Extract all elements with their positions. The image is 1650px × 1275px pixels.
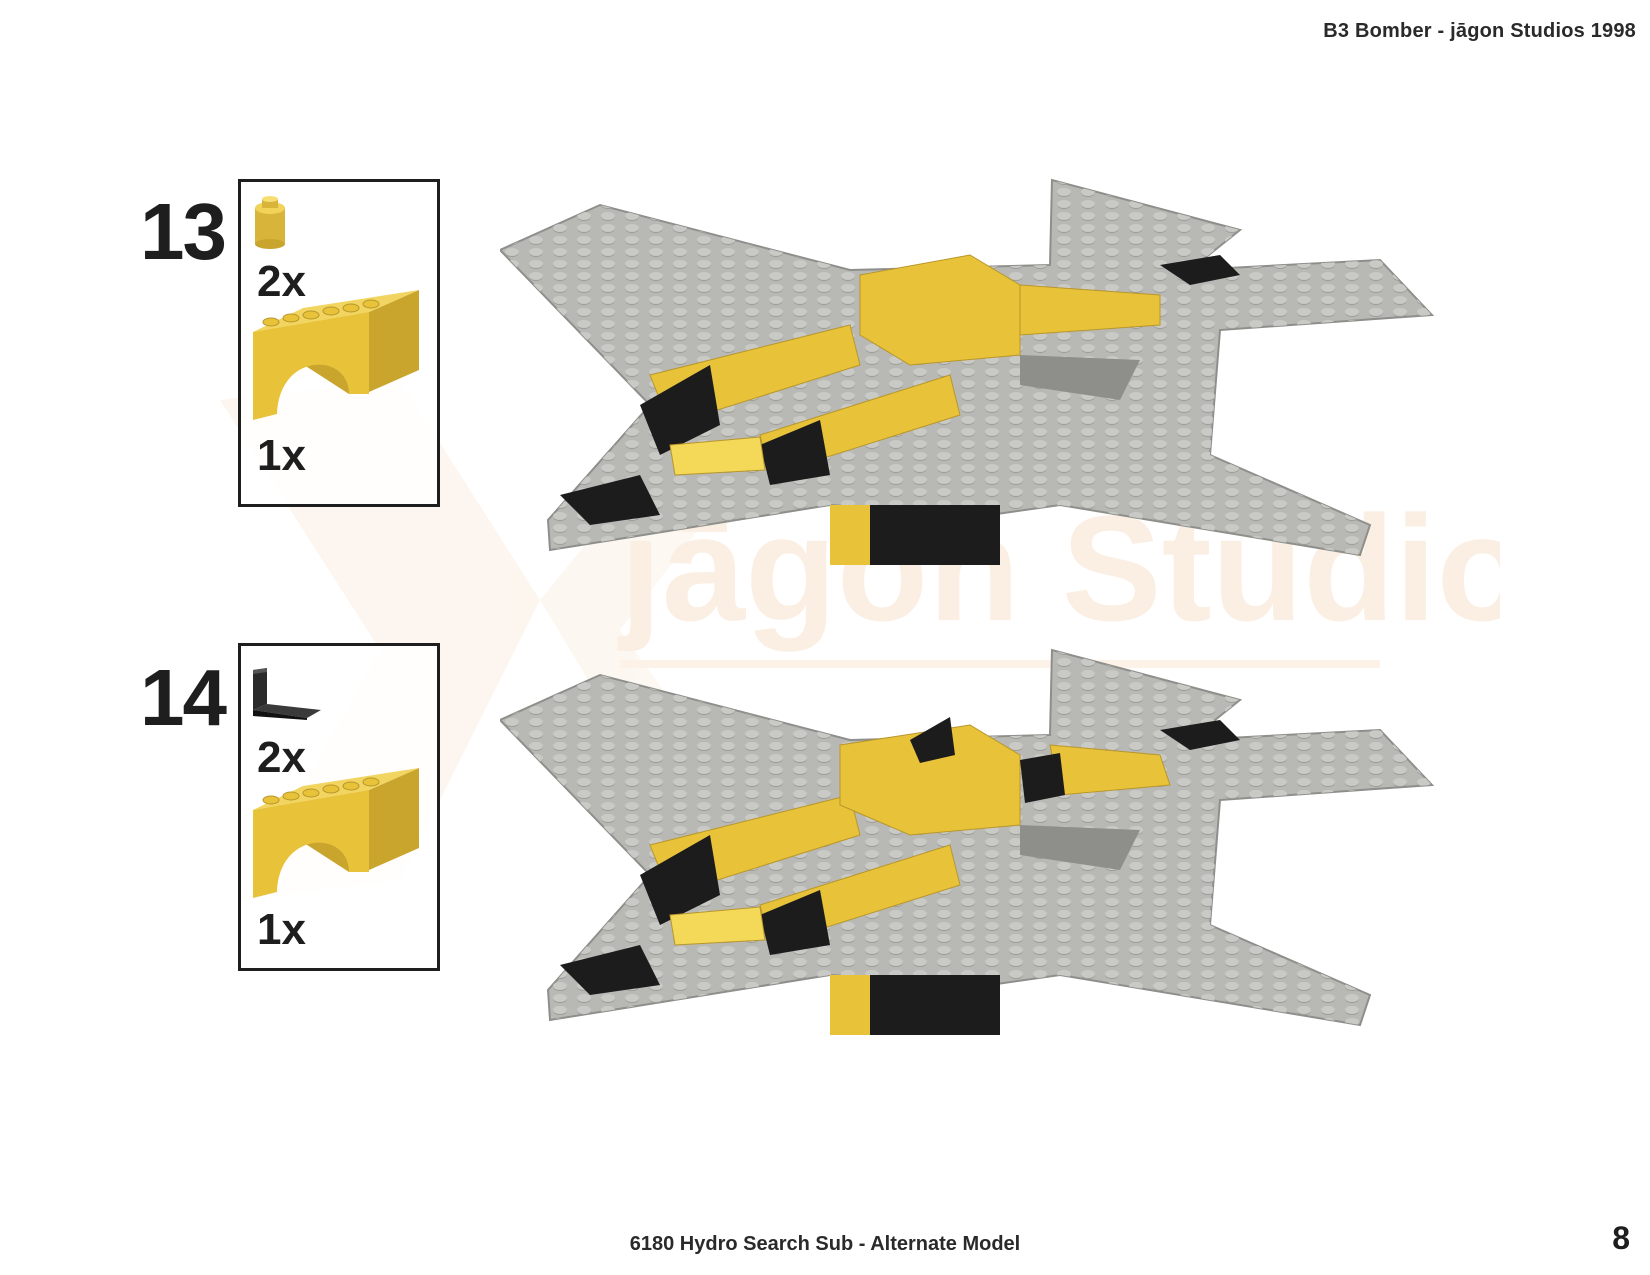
black-bracket-icon xyxy=(253,668,321,720)
yellow-round-brick-1x1-icon xyxy=(255,196,285,249)
step-14-model-image xyxy=(500,648,1435,1035)
part-quantity: 2x xyxy=(257,733,306,782)
part-quantity: 2x xyxy=(257,257,306,306)
part-quantity: 1x xyxy=(257,431,306,480)
yellow-arch-1x6-icon xyxy=(253,290,419,420)
footer-title: 6180 Hydro Search Sub - Alternate Model xyxy=(629,1233,1021,1255)
step-number: 14 xyxy=(140,653,227,742)
step-number: 13 xyxy=(140,187,227,276)
step-13-model-image xyxy=(500,178,1435,565)
parts-list-box: 2x 1x xyxy=(238,643,440,971)
parts-list-box: 2x 1x xyxy=(238,179,440,507)
header-title: B3 Bomber - jāgon Studios 1998 xyxy=(1323,20,1636,42)
yellow-arch-1x6-icon xyxy=(253,768,419,898)
page-number: 8 xyxy=(1612,1220,1630,1256)
part-quantity: 1x xyxy=(257,905,306,954)
